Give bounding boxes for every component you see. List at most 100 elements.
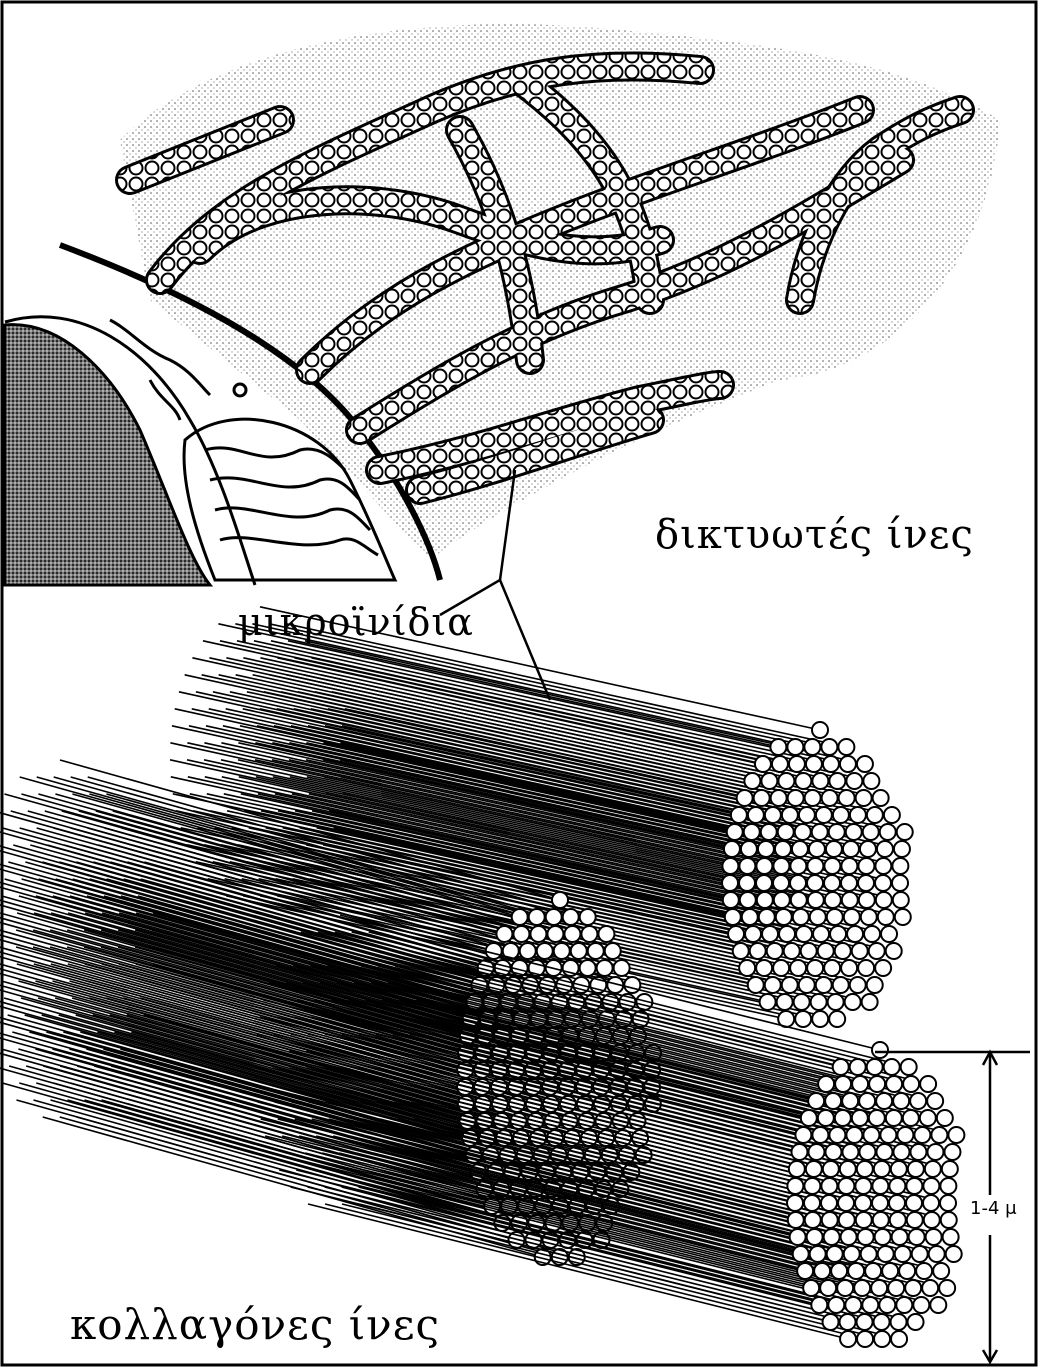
fibril-end	[810, 909, 826, 925]
fibril-end	[812, 1011, 828, 1027]
fibril-end	[755, 756, 771, 772]
fibril-end	[793, 1246, 809, 1262]
fibril-end	[724, 841, 740, 857]
fibril-end	[795, 824, 811, 840]
fibril-end	[833, 1059, 849, 1075]
fibril-end	[859, 892, 875, 908]
fibril-end	[782, 807, 798, 823]
fibril-end	[824, 858, 840, 874]
fibril-end	[880, 1127, 896, 1143]
fibril-end	[850, 977, 866, 993]
fibril-end	[850, 1059, 866, 1075]
fibril-end	[758, 841, 774, 857]
fibril-end	[841, 1229, 857, 1245]
fibril-end	[813, 926, 829, 942]
fibril-end	[614, 960, 630, 976]
fibril-end	[790, 858, 806, 874]
fibril-end	[791, 892, 807, 908]
fibril-end	[852, 1076, 868, 1092]
fibril-end	[804, 1178, 820, 1194]
fibril-end	[844, 909, 860, 925]
fibril-end	[835, 943, 851, 959]
fibril-end	[756, 875, 772, 891]
fibril-end	[778, 824, 794, 840]
fibril-end	[791, 1144, 807, 1160]
fibril-end	[867, 807, 883, 823]
fibril-end	[863, 773, 879, 789]
fibril-end	[893, 1093, 909, 1109]
fibril-end	[842, 1093, 858, 1109]
fibril-end	[742, 909, 758, 925]
fibril-end	[731, 807, 747, 823]
fibril-end	[857, 1331, 873, 1347]
fibril-end	[792, 841, 808, 857]
fibril-end	[745, 926, 761, 942]
fibril-end	[825, 1093, 841, 1109]
label-reticular-fibers: δικτυωτές ίνες	[655, 512, 974, 558]
fibril-end	[878, 1246, 894, 1262]
fibril-end	[859, 1093, 875, 1109]
fibril-end	[765, 977, 781, 993]
fibril-end	[513, 926, 529, 942]
fibril-end	[824, 960, 840, 976]
fibril-end	[580, 909, 596, 925]
fibril-end	[930, 1297, 946, 1313]
fibril-end	[809, 841, 825, 857]
fibril-end	[597, 960, 613, 976]
fibril-end	[881, 926, 897, 942]
fibril-end	[823, 1161, 839, 1177]
fibril-end	[906, 1195, 922, 1211]
fibril-end	[889, 1178, 905, 1194]
fibril-end	[794, 994, 810, 1010]
fibril-end	[744, 824, 760, 840]
fibril-end	[895, 1246, 911, 1262]
fibril-end	[757, 892, 773, 908]
fibril-end	[840, 1314, 856, 1330]
fibril-end	[891, 1161, 907, 1177]
fibril-end	[872, 1178, 888, 1194]
fibril-end	[856, 1212, 872, 1228]
fibril-end	[806, 756, 822, 772]
label-scale: 1-4 μ	[970, 1198, 1017, 1219]
fibril-end	[748, 807, 764, 823]
fibril-end	[754, 790, 770, 806]
fibril-end	[807, 858, 823, 874]
fibril-end	[905, 1280, 921, 1296]
fibril-end	[773, 858, 789, 874]
fibril-end	[839, 1212, 855, 1228]
fibril-end	[872, 1195, 888, 1211]
fibril-end	[944, 1144, 960, 1160]
fibril-end	[864, 926, 880, 942]
fibril-end	[909, 1229, 925, 1245]
fibril-end	[563, 909, 579, 925]
fibril-end	[886, 943, 902, 959]
fibril-end	[844, 1246, 860, 1262]
fibril-end	[823, 1314, 839, 1330]
fibril-end	[828, 1297, 844, 1313]
fibril-end	[790, 1229, 806, 1245]
fibril-end	[598, 926, 614, 942]
fibril-end	[860, 841, 876, 857]
fibril-end	[805, 790, 821, 806]
fibril-end	[882, 1263, 898, 1279]
fibril-end	[770, 739, 786, 755]
fibril-end	[854, 1280, 870, 1296]
fibril-end	[804, 739, 820, 755]
fibril-end	[867, 977, 883, 993]
fibril-end	[529, 909, 545, 925]
fibril-end	[741, 841, 757, 857]
fibril-end	[737, 790, 753, 806]
fibril-end	[759, 909, 775, 925]
fibril-end	[803, 1280, 819, 1296]
fibril-end	[925, 1161, 941, 1177]
fibril-end	[891, 1331, 907, 1347]
fibril-end	[835, 1076, 851, 1092]
fibril-end	[871, 1280, 887, 1296]
fibril-end	[840, 1161, 856, 1177]
fibril-end	[828, 994, 844, 1010]
fibril-end	[816, 977, 832, 993]
fibril-end	[865, 1263, 881, 1279]
fibril-end	[810, 1246, 826, 1262]
fibril-end	[776, 909, 792, 925]
fibril-end	[744, 773, 760, 789]
